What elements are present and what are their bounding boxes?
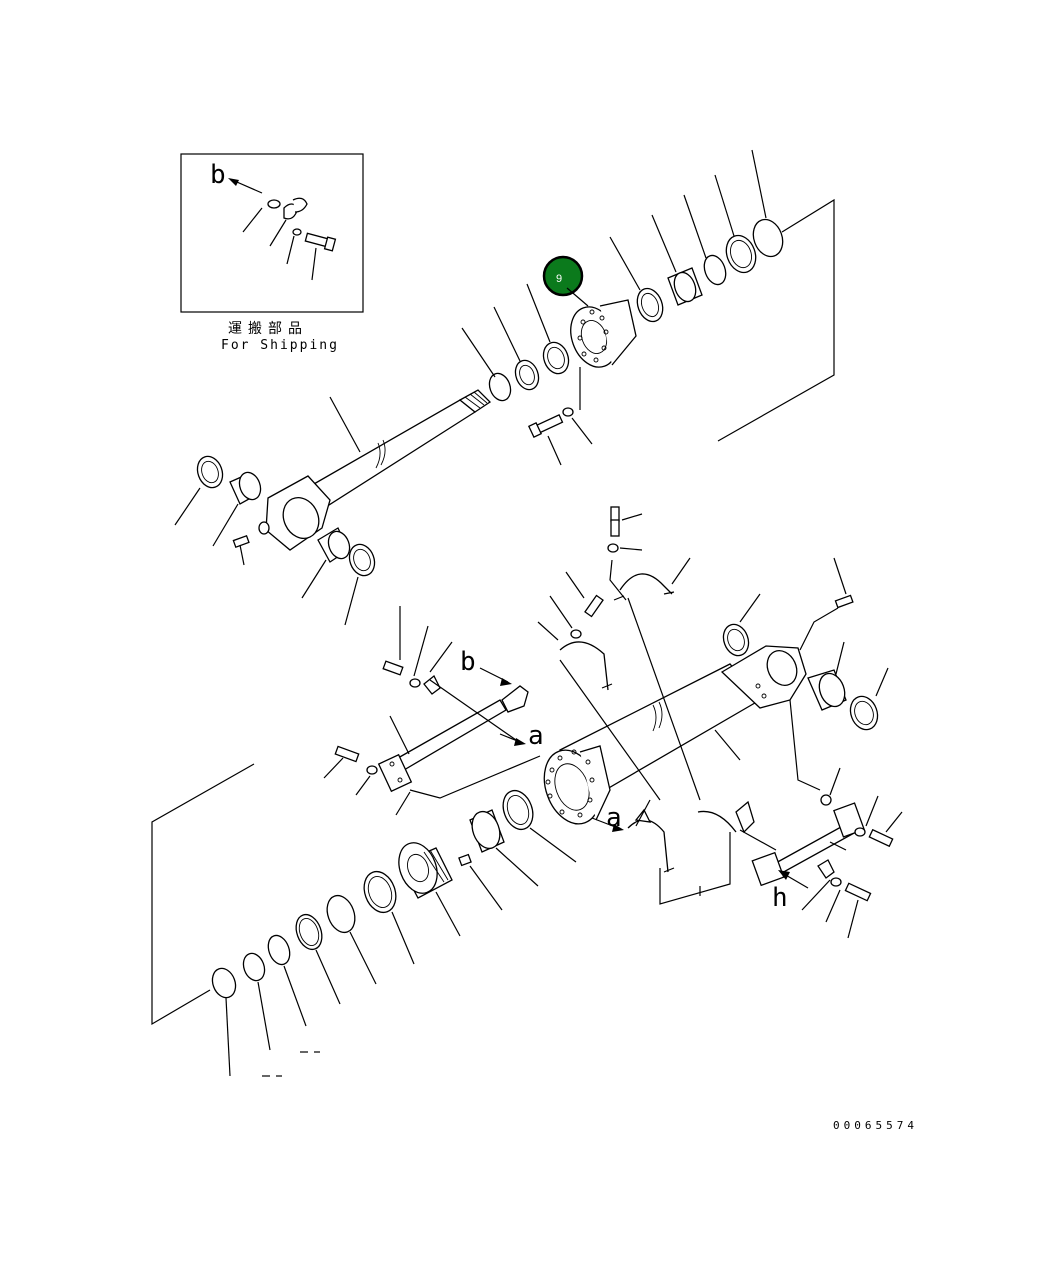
dust-seal-left: [196, 455, 224, 489]
wear-ring: [725, 234, 757, 274]
buffer-ring: [703, 254, 727, 286]
view-label-h: h: [772, 883, 788, 913]
rod-eye-boss: [258, 521, 270, 535]
leader-grease: [239, 544, 245, 566]
inset-arrowhead: [228, 178, 239, 186]
dust-seal-tube-left: [722, 623, 750, 657]
inset-frame: [180, 153, 364, 313]
clamp-washer-upper: [607, 543, 619, 553]
snap-ring: [488, 372, 512, 402]
group-bracket-lower: [151, 763, 255, 1026]
callout-number: 9: [556, 273, 562, 285]
leader-bushing-left: [212, 503, 239, 547]
clamp-band-upper: [619, 573, 673, 595]
piston-seal-group: [151, 763, 577, 1077]
inset-bolt-head: [323, 236, 337, 252]
tube-break-mark: [652, 704, 657, 732]
inset-leader-2: [269, 219, 287, 247]
clamp-band-lower: [627, 819, 669, 873]
o-ring-large: [752, 218, 784, 258]
rod-seal-2: [542, 341, 570, 375]
group-bracket-upper: [717, 198, 835, 442]
drawing-code: 00065574: [833, 1119, 918, 1132]
inset-leader-1: [242, 207, 263, 233]
head-washer: [562, 407, 574, 417]
wear-ring-lower: [326, 894, 356, 934]
ring-4: [267, 934, 291, 966]
pipe-line-long: [627, 597, 701, 801]
view-label-a-upper: a: [528, 721, 544, 751]
rod-seal-1: [514, 359, 540, 391]
callout-badge[interactable]: 9: [542, 255, 584, 297]
leader-bushing-right: [301, 559, 327, 599]
leader-callout: [566, 287, 589, 307]
grease-fitting: [232, 534, 250, 548]
o-ring-small: [242, 952, 266, 982]
pipe-left-elbow: [501, 685, 529, 713]
pipe-right-end: [751, 851, 785, 887]
piston-ring-3: [295, 913, 323, 951]
piston-seal: [363, 870, 397, 914]
leader-seal-right: [344, 576, 359, 626]
inset-caption-jp: 運搬部品: [228, 321, 308, 337]
grease-fitting-tube: [834, 594, 854, 609]
clamp-band-right: [697, 810, 737, 833]
cylinder-head-body: [599, 299, 637, 366]
inset-washer: [292, 228, 302, 236]
rod-eye-bore: [282, 497, 320, 539]
inset-cap: [267, 199, 281, 209]
callout-circle[interactable]: [542, 255, 584, 297]
o-ring-head: [636, 287, 664, 323]
inset-leader-4: [311, 247, 317, 281]
clamp-band-mid: [559, 641, 609, 691]
inset-leader-3: [286, 235, 295, 265]
head-bolt-head: [527, 422, 543, 438]
pipe-left-flange: [377, 753, 413, 793]
inset-caption-en: For Shipping: [221, 338, 339, 353]
piston-ring-1: [502, 789, 534, 831]
rod-break-mark: [375, 442, 381, 469]
pipe-left: [397, 699, 507, 771]
shipping-inset: b 運搬部品 For Shipping: [180, 153, 364, 353]
leader-seal-left: [174, 487, 201, 526]
pipe-clip: [423, 674, 441, 695]
set-screw: [458, 853, 472, 867]
bolt-pipe-right-lower: [844, 882, 872, 902]
bolt-pipe-right-upper: [868, 828, 894, 848]
clamp-bolt-mid: [584, 594, 604, 618]
o-ring-end: [211, 967, 237, 999]
bolt-pipe-lower: [334, 745, 360, 763]
inset-arrow-label: b: [210, 160, 226, 190]
view-label-b: b: [460, 647, 476, 677]
leader-rod: [329, 396, 361, 453]
dust-seal-right: [348, 543, 376, 577]
cylinder-head-assembly: [461, 149, 835, 466]
plug: [820, 794, 832, 806]
dust-seal-tube-right: [849, 695, 879, 731]
inset-half-clamp-2: [292, 197, 308, 213]
clamp-bolt-upper: [610, 506, 620, 522]
piston-rod-assembly: [174, 389, 492, 626]
pipe-and-clamps: b a a h: [323, 506, 903, 939]
bolt-pipe-upper: [382, 660, 404, 676]
cylinder-tube-assembly: [543, 557, 889, 825]
rod-thread: [458, 389, 492, 413]
